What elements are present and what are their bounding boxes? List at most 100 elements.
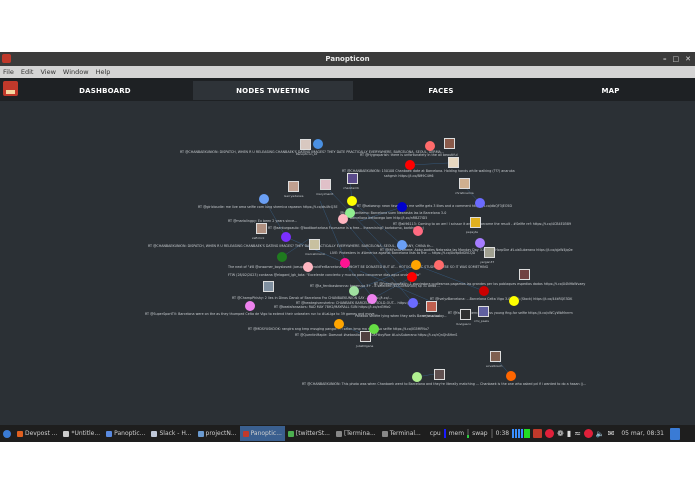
panopticon-tray-icon[interactable] [533, 429, 543, 438]
menu-help[interactable]: Help [95, 68, 111, 76]
tweet-label[interactable]: RT @FreedFromFaith: 1 moviedora pudiesmo… [374, 282, 586, 286]
tweet-node-circle[interactable] [349, 286, 359, 296]
tweet-node-circle[interactable] [245, 301, 255, 311]
tweet-label[interactable]: RT @ali96113: Coming to an am! I scissor… [393, 222, 572, 226]
user-avatar-node[interactable] [448, 157, 459, 168]
tweet-node-circle[interactable] [334, 319, 344, 329]
tweet-node-circle[interactable] [338, 214, 348, 224]
menu-edit[interactable]: Edit [20, 68, 34, 76]
tab-faces[interactable]: FACES [428, 86, 454, 95]
user-avatar-node[interactable] [263, 281, 274, 292]
taskbar-window-button[interactable]: Terminal... [379, 426, 424, 441]
tweet-node-circle[interactable] [397, 240, 407, 250]
user-avatar-node[interactable] [470, 217, 481, 228]
taskbar-window-button[interactable]: [twitterSt... [285, 426, 333, 441]
tweet-label[interactable]: RT @marialingpy: Ex been 2 years since..… [228, 219, 298, 223]
panopticon-logo-icon[interactable] [3, 81, 18, 96]
tab-nodes-tweeting[interactable]: NODES TWEETING [193, 81, 353, 100]
clock[interactable]: 05 mar, 08:31 [621, 430, 664, 437]
show-desktop-button[interactable] [669, 427, 680, 440]
tweet-label[interactable]: RT @lvelyzBarcelona: ...Barcelona Celta … [430, 297, 573, 301]
tweet-node-circle[interactable] [475, 238, 485, 248]
user-avatar-node[interactable] [360, 331, 371, 342]
tweet-node-circle[interactable] [479, 286, 489, 296]
tweet-label[interactable]: RT @batwong: neon fase when me selfie ge… [357, 204, 513, 208]
tweet-node-circle[interactable] [405, 160, 415, 170]
tweet-node-circle[interactable] [408, 298, 418, 308]
user-avatar-node[interactable] [309, 239, 320, 250]
menu-file[interactable]: File [3, 68, 14, 76]
tweet-node-circle[interactable] [509, 296, 519, 306]
maximize-icon[interactable]: □ [672, 55, 680, 63]
tweet-label[interactable]: RT @CHANBAEKUNION: 150108 Chanbaek date … [342, 169, 515, 173]
tweet-label[interactable]: RT @beatsfansalors: RAD MAY 78H2/MAYRALL… [274, 305, 391, 309]
user-avatar-node[interactable] [490, 351, 501, 362]
user-avatar-node[interactable] [444, 138, 455, 149]
tweet-label[interactable]: RT @MDSYUSKOOK: rangira ang kmp mssging … [248, 327, 430, 331]
taskbar-window-button[interactable]: Devpost ... [14, 426, 60, 441]
tweet-label[interactable]: RT @kewtegivenshetro: CHANBAEK BARCELONA… [296, 301, 420, 305]
tweet-label[interactable]: RT @fadiquestern: selfie vs young fing-f… [448, 311, 573, 315]
tweet-node-circle[interactable] [425, 141, 435, 151]
messaging-tray-icon[interactable] [545, 429, 555, 438]
volume-icon[interactable]: 🔈 [595, 429, 605, 438]
taskbar-window-button[interactable]: Panoptic... [103, 426, 148, 441]
minimize-icon[interactable]: – [663, 55, 667, 63]
tweet-label[interactable]: FTW (28/02/2023) conkana @elagard_lgk_ta… [228, 273, 421, 277]
tweet-node-circle[interactable] [397, 202, 407, 212]
tweet-label[interactable]: RT @Hygroparish: there is unfortunately … [360, 153, 458, 157]
tweet-node-circle[interactable] [340, 258, 350, 268]
taskbar-window-button[interactable]: Panoptic... [239, 426, 285, 441]
tweet-node-circle[interactable] [369, 324, 379, 334]
start-menu-button[interactable] [0, 426, 14, 441]
taskbar-window-button[interactable]: projectN... [195, 426, 240, 441]
user-avatar-node[interactable] [256, 223, 267, 234]
tweet-label[interactable]: RT @la_ferdicasbronna: bonerusa 3+ - 8 s… [310, 284, 441, 288]
tweet-label[interactable]: RT @CHANBAEKUNION: This photo was when C… [302, 382, 587, 386]
tweet-node-circle[interactable] [506, 371, 516, 381]
tweet-node-circle[interactable] [259, 194, 269, 204]
tweet-label[interactable]: RT @CHANBAEKUNION: DISPATCH, WHEN R U RE… [148, 244, 434, 248]
close-icon[interactable]: ✕ [685, 55, 691, 63]
tweet-label[interactable]: barcellona bettavega lam http://t.co/nRB… [350, 216, 428, 220]
user-avatar-node[interactable] [426, 301, 437, 312]
tweet-label[interactable]: RT @ChampPhishy: 2 lies in Dinos Dansk o… [232, 296, 392, 300]
menu-window[interactable]: Window [62, 68, 89, 76]
tweet-node-circle[interactable] [434, 260, 444, 270]
tab-dashboard[interactable]: DASHBOARD [79, 86, 131, 95]
user-avatar-node[interactable] [484, 247, 495, 258]
tweet-label[interactable]: sahgrvh https://t.co/8M9C4H6 [384, 174, 434, 178]
user-avatar-node[interactable] [300, 139, 311, 150]
tweet-label[interactable]: @JulianManKemo: Barcelona suen Nebraska … [340, 211, 447, 215]
user-avatar-node[interactable] [434, 369, 445, 380]
window-titlebar[interactable]: Panopticon – □ ✕ [0, 52, 695, 66]
do-not-disturb-icon[interactable] [583, 429, 593, 438]
wifi-icon[interactable]: ≈ [574, 429, 581, 438]
tweet-label[interactable]: RT @aanturgoaulo: @bodibartarlosa Foursa… [268, 226, 425, 230]
tweet-label[interactable]: Paradox severe lying when they sells Bar… [355, 314, 447, 318]
user-avatar-node[interactable] [519, 269, 530, 280]
tweet-node-circle[interactable] [411, 260, 421, 270]
tweet-node-circle[interactable] [303, 262, 313, 272]
settings-gear-icon[interactable]: ❁ [557, 429, 564, 438]
tab-map[interactable]: MAP [601, 86, 620, 95]
user-avatar-node[interactable] [320, 179, 331, 190]
tweet-label[interactable]: LIVE: Protesters in #America against Bar… [330, 251, 476, 255]
user-avatar-node[interactable] [478, 306, 489, 317]
tweet-label[interactable]: RT @MiFanGramme: Abby-bodies Nebraska la… [380, 248, 573, 252]
tweet-label[interactable]: RT @QuentinMaple: Doesnot #sebastiagre #… [295, 333, 458, 337]
menu-view[interactable]: View [40, 68, 56, 76]
tweet-node-circle[interactable] [313, 139, 323, 149]
tweet-label[interactable]: RT @girlcloudie: me live ama selfie com … [198, 205, 338, 209]
tweet-node-circle[interactable] [412, 372, 422, 382]
user-avatar-node[interactable] [288, 181, 299, 192]
taskbar-window-button[interactable]: Slack - H... [148, 426, 194, 441]
tweet-label[interactable]: RT @SuperSportTV: Barcelona were on the … [145, 312, 378, 316]
tweet-node-circle[interactable] [277, 252, 287, 262]
user-avatar-node[interactable] [460, 309, 471, 320]
tweet-node-circle[interactable] [367, 294, 377, 304]
taskbar-window-button[interactable]: [Termina... [333, 426, 379, 441]
tweet-node-circle[interactable] [347, 196, 357, 206]
battery-icon[interactable]: ▮ [566, 429, 572, 438]
mail-icon[interactable]: ✉ [607, 429, 615, 438]
